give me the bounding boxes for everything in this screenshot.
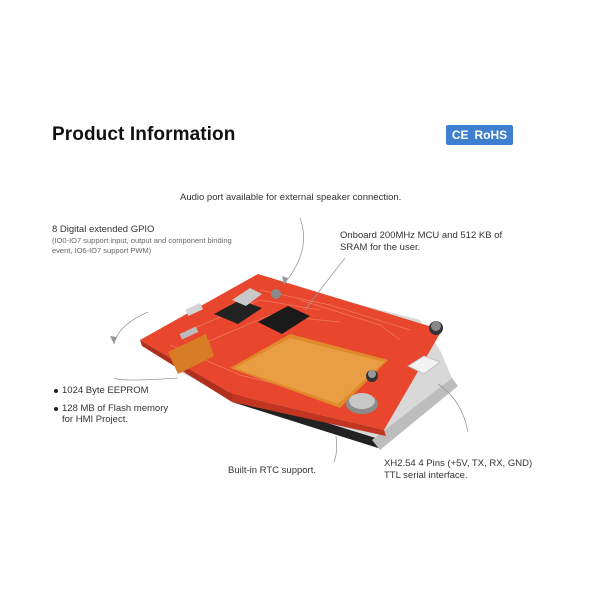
- rtc-callout: Built-in RTC support.: [228, 465, 316, 476]
- ce-mark: CE: [451, 128, 469, 142]
- pcb-edge-front: [140, 340, 232, 402]
- certification-badge: CE RoHS: [446, 125, 513, 145]
- flash-line-2: for HMI Project.: [62, 414, 128, 425]
- flash-line-1: 128 MB of Flash memory: [62, 403, 169, 414]
- gpio-connector: [168, 334, 214, 374]
- flash-callout: 128 MB of Flash memory for HMI Project.: [53, 403, 169, 425]
- line-eeprom: [113, 377, 179, 381]
- gpio-callout: 8 Digital extended GPIO (IO0-IO7 support…: [52, 224, 232, 256]
- line-rtc: [333, 435, 338, 463]
- line-xh: [437, 383, 469, 433]
- xh-callout: XH2.54 4 Pins (+5V, TX, RX, GND) TTL ser…: [384, 458, 532, 482]
- callout-lines: [113, 217, 469, 463]
- rohs-mark: RoHS: [474, 128, 508, 142]
- audio-connector: [232, 288, 262, 306]
- xh-line-2: TTL serial interface.: [384, 470, 468, 481]
- audio-jack: [271, 289, 281, 299]
- mcu-line-2: SRAM for the user.: [340, 242, 421, 253]
- xh-line-1: XH2.54 4 Pins (+5V, TX, RX, GND): [384, 458, 533, 469]
- crystal: [185, 302, 203, 317]
- gpio-detail-1: (IO0-IO7 support input, output and compo…: [52, 236, 232, 245]
- pcb-edge-bottom: [232, 394, 386, 436]
- line-mcu: [304, 257, 346, 311]
- mcu-callout: Onboard 200MHz MCU and 512 KB of SRAM fo…: [340, 230, 502, 254]
- page-title: Product Information: [52, 124, 236, 145]
- mcu-chip: [214, 300, 262, 324]
- xh-connector: [407, 355, 441, 375]
- display-side: [372, 378, 458, 450]
- eeprom-callout: 1024 Byte EEPROM: [54, 385, 149, 396]
- audio-callout: Audio port available for external speake…: [180, 192, 402, 203]
- gpio-detail-2: event, IO6-IO7 support PWM): [52, 246, 152, 255]
- mcu-line-1: Onboard 200MHz MCU and 512 KB of: [340, 230, 503, 241]
- crystal-2: [179, 326, 199, 340]
- line-audio: [283, 217, 304, 285]
- gpio-title: 8 Digital extended GPIO: [52, 224, 155, 235]
- flash-chip: [258, 306, 310, 334]
